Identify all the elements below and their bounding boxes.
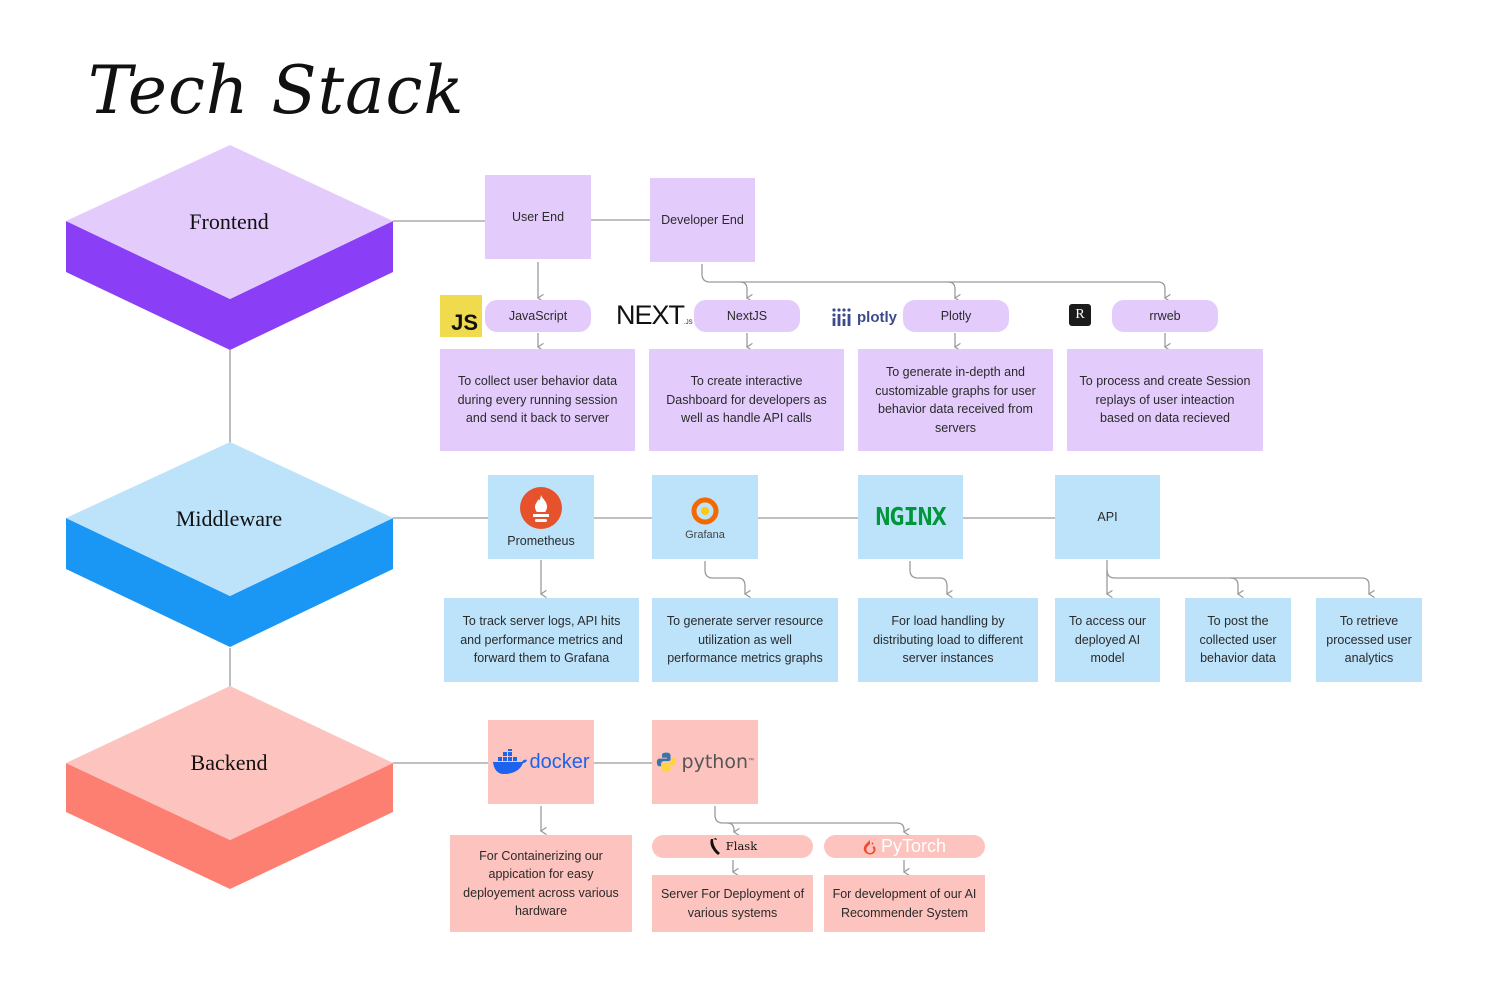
- api-branch-line: [1106, 569, 1375, 599]
- plotly-description: To generate in-depth and customizable gr…: [858, 349, 1053, 451]
- plotly-dots-icon: [832, 308, 851, 326]
- flask-description: Server For Deployment of various systems: [652, 875, 813, 932]
- javascript-logo: JS: [440, 295, 482, 337]
- api-retrieve-description: To retrieve processed user analytics: [1316, 598, 1422, 682]
- rrweb-description: To process and create Session replays of…: [1067, 349, 1263, 451]
- backend-layer-block: Backend: [66, 686, 393, 889]
- grafana-desc-arrow: [704, 561, 751, 599]
- rrweb-pill: rrweb: [1112, 300, 1218, 332]
- nginx-box: NGINX: [858, 475, 963, 559]
- user-end-box: User End: [485, 175, 591, 259]
- docker-whale-icon: [493, 749, 528, 774]
- nginx-logo-text: NGINX: [875, 501, 946, 531]
- plotly-pill: Plotly: [903, 300, 1009, 332]
- devend-plotly-arrow: [947, 281, 961, 303]
- api-post-arrow: [1229, 577, 1244, 599]
- rrweb-logo-text: R: [1075, 307, 1085, 322]
- python-logo-text: python: [681, 750, 748, 773]
- frontend-layer-label: Frontend: [189, 209, 268, 234]
- nextjs-logo: NEXT.JS: [616, 300, 693, 334]
- prometheus-box: Prometheus: [488, 475, 594, 559]
- backend-layer-label: Backend: [191, 750, 268, 775]
- api-model-description: To access our deployed AI model: [1055, 598, 1160, 682]
- python-branch-line: [714, 806, 910, 837]
- grafana-icon: [691, 496, 719, 525]
- flask-label: Flask: [725, 839, 758, 854]
- api-post-description: To post the collected user behavior data: [1185, 598, 1291, 682]
- python-trademark: ™: [748, 758, 754, 764]
- nextjs-description: To create interactive Dashboard for deve…: [649, 349, 844, 451]
- docker-logo-text: docker: [529, 750, 590, 773]
- javascript-description: To collect user behavior data during eve…: [440, 349, 635, 451]
- pytorch-pill: PyTorch: [824, 835, 985, 858]
- nextjs-logo-text: NEXT: [616, 300, 685, 330]
- prometheus-description: To track server logs, API hits and perfo…: [444, 598, 639, 682]
- frontend-layer-block: Frontend: [66, 145, 393, 350]
- page-title: Tech Stack: [88, 52, 465, 129]
- grafana-label: Grafana: [685, 528, 725, 541]
- pytorch-description: For development of our AI Recommender Sy…: [824, 875, 985, 932]
- middleware-layer-label: Middleware: [176, 506, 282, 531]
- devend-branch-line: [701, 264, 1171, 303]
- grafana-description: To generate server resource utilization …: [652, 598, 838, 682]
- python-icon: [656, 752, 676, 772]
- docker-description: For Containerizing our appication for ea…: [450, 835, 632, 932]
- api-box: API: [1055, 475, 1160, 559]
- nginx-desc-arrow: [909, 561, 953, 599]
- pytorch-flame-icon: [863, 839, 876, 854]
- python-flask-arrow: [726, 822, 740, 837]
- nginx-description: For load handling by distributing load t…: [858, 598, 1038, 682]
- prometheus-label: Prometheus: [507, 533, 575, 548]
- nextjs-logo-suffix: .JS: [684, 320, 693, 326]
- plotly-logo-text: plotly: [857, 308, 897, 326]
- rrweb-logo: R: [1069, 304, 1091, 326]
- devend-nextjs-arrow: [739, 281, 753, 303]
- grafana-box: Grafana: [652, 475, 758, 559]
- javascript-pill: JavaScript: [485, 300, 591, 332]
- flask-horn-icon: [710, 837, 720, 855]
- flask-pill: Flask: [652, 835, 813, 858]
- plotly-logo: plotly: [831, 304, 903, 330]
- pytorch-label: PyTorch: [880, 836, 947, 857]
- developer-end-box: Developer End: [650, 178, 755, 262]
- middleware-layer-block: Middleware: [66, 442, 393, 647]
- nextjs-pill: NextJS: [694, 300, 800, 332]
- prometheus-icon: [520, 486, 562, 529]
- docker-box: docker: [488, 720, 594, 804]
- js-logo-text: JS: [451, 310, 478, 335]
